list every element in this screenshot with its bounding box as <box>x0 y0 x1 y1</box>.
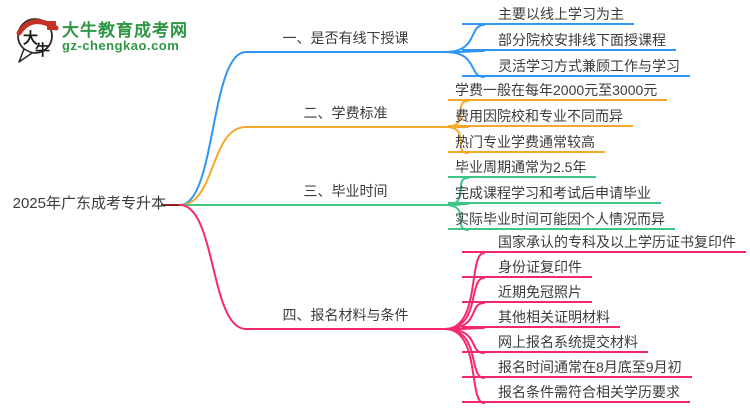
branch3-child3-node[interactable]: 实际毕业时间可能因个人情况而异 <box>448 210 675 230</box>
link-branch1 <box>179 51 446 206</box>
ox-speech-bubble-icon: 大 牛 <box>16 18 59 63</box>
logo-title: 大牛教育成考网 <box>62 21 188 40</box>
branch2-child1-node[interactable]: 学费一般在每年2000元至3000元 <box>448 81 668 101</box>
branch3-node[interactable]: 三、毕业时间 <box>303 183 388 199</box>
link-branch4-child1 <box>444 252 485 330</box>
branch3-child2-node[interactable]: 完成课程学习和考试后申请毕业 <box>448 184 661 204</box>
link-branch4-child7 <box>444 328 485 404</box>
branch1-node[interactable]: 一、是否有线下授课 <box>282 30 409 46</box>
link-branch2 <box>179 126 446 206</box>
branch1-child3-node[interactable]: 灵活学习方式兼顾工作与学习 <box>462 57 690 77</box>
branch1-child2-node[interactable]: 部分院校安排线下面授课程 <box>462 31 676 51</box>
icon-char-top: 大 <box>23 29 38 47</box>
branch4-child7-node[interactable]: 报名条件需符合相关学历要求 <box>462 383 690 403</box>
branch3-child1-node[interactable]: 毕业周期通常为2.5年 <box>448 158 597 178</box>
branch4-child2-node[interactable]: 身份证复印件 <box>462 258 592 278</box>
branch4-child5-node[interactable]: 网上报名系统提交材料 <box>462 333 648 353</box>
branch4-node[interactable]: 四、报名材料与条件 <box>282 307 409 323</box>
red-seal <box>47 21 56 30</box>
branch4-child3-node[interactable]: 近期免冠照片 <box>462 283 592 303</box>
branch4-child6-node[interactable]: 报名时间通常在8月底至9月初 <box>462 358 692 378</box>
branch2-child3-node[interactable]: 热门专业学费通常较高 <box>448 133 605 153</box>
branch4-child4-node[interactable]: 其他相关证明材料 <box>462 308 620 328</box>
icon-char-bottom: 牛 <box>35 41 50 59</box>
branch2-node[interactable]: 二、学费标准 <box>303 105 388 121</box>
branch1-child1-node[interactable]: 主要以线上学习为主 <box>462 5 634 25</box>
logo-subtitle: gz-chengkao.com <box>62 38 180 53</box>
branch2-child2-node[interactable]: 费用因院校和专业不同而异 <box>448 107 633 127</box>
site-logo[interactable]: 大 牛 大牛教育成考网 gz-chengkao.com <box>10 8 230 68</box>
branch4-child1-node[interactable]: 国家承认的专科及以上学历证书复印件 <box>462 233 746 253</box>
root-node[interactable]: 2025年广东成考专升本 <box>12 195 166 212</box>
link-branch4 <box>179 204 446 330</box>
